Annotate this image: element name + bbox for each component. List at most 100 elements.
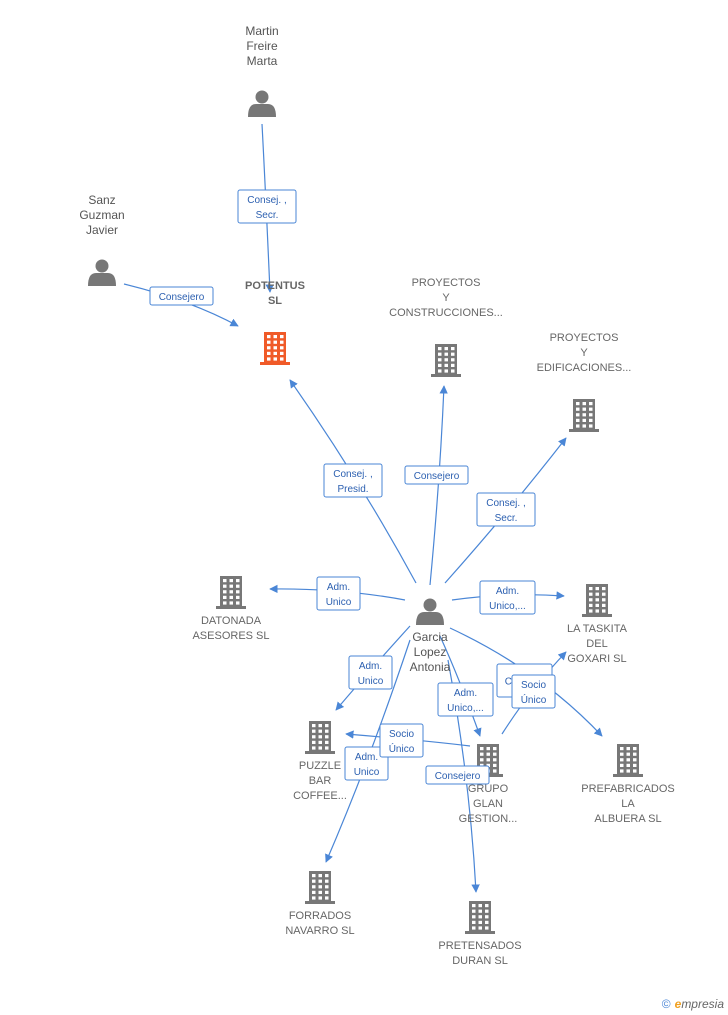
- node-label-puzzle: COFFEE...: [293, 790, 347, 802]
- building-icon: [569, 399, 599, 432]
- building-icon: [260, 332, 290, 365]
- node-label-martin: Marta: [247, 54, 278, 68]
- edge-label-garcia-proyectos_e[interactable]: Consej. , Secr.: [476, 492, 536, 527]
- edge-label-text: Adm.: [359, 661, 382, 672]
- node-label-taskita: GOXARI SL: [567, 653, 626, 665]
- node-label-garcia: Lopez: [414, 645, 447, 659]
- node-label-forrados: FORRADOS: [289, 910, 351, 922]
- node-puzzle[interactable]: PUZZLEBARCOFFEE...: [293, 721, 347, 802]
- edge-label-garcia-grupo[interactable]: Adm. Unico,...: [437, 682, 494, 717]
- edge-label-box: [344, 746, 389, 781]
- edge-label-text: Consej. ,: [247, 195, 286, 206]
- edge-garcia-proyectos_c: [429, 385, 448, 586]
- edge-label-text: Socio: [389, 729, 414, 740]
- edge-label-text: Unico,...: [447, 703, 484, 714]
- building-icon: [216, 576, 246, 609]
- node-label-garcia: Antonia: [410, 660, 451, 674]
- node-forrados[interactable]: FORRADOS NAVARRO SL: [285, 871, 355, 937]
- node-label-martin: Martin: [245, 24, 278, 38]
- edge-label-garcia-pretensados[interactable]: Consejero: [425, 765, 490, 785]
- edge-label-text: Unico,...: [489, 601, 526, 612]
- node-label-datonada: DATONADA: [201, 615, 262, 627]
- edge-label-text: Consejero: [159, 292, 205, 303]
- edge-label-martin-potentus[interactable]: Consej. , Secr.: [237, 189, 297, 224]
- edge-label-box: [404, 465, 469, 485]
- edge-label-garcia-taskita[interactable]: Adm. Unico,...: [479, 580, 536, 615]
- node-label-proyectos_c: Y: [442, 292, 450, 304]
- node-label-proyectos_e: EDIFICACIONES...: [537, 362, 632, 374]
- node-taskita[interactable]: LA TASKITA DEL GOXARI SL: [567, 584, 628, 665]
- edge-label-box: [323, 463, 383, 498]
- edge-label-garcia-puzzle[interactable]: Adm. Unico: [348, 655, 393, 690]
- edge-label-box: [348, 655, 393, 690]
- edge-label-box: [316, 576, 361, 611]
- copyright-icon: ©: [661, 997, 671, 1011]
- edge-label-box: [511, 674, 556, 709]
- node-label-sanz: Sanz: [88, 193, 115, 207]
- node-potentus[interactable]: POTENTUS SL: [245, 280, 305, 365]
- brand-logo-initial: e: [674, 997, 682, 1011]
- node-label-sanz: Javier: [86, 223, 118, 237]
- node-label-potentus: SL: [268, 295, 282, 307]
- node-label-potentus: POTENTUS: [245, 280, 305, 292]
- node-label-proyectos_e: Y: [580, 347, 588, 359]
- edge-label-text: Presid.: [337, 484, 368, 495]
- edge-label-box: [479, 580, 536, 615]
- edge-label-text: Adm.: [355, 752, 378, 763]
- edge-label-text: Unico: [358, 676, 384, 687]
- edge-label-text: Secr.: [495, 513, 518, 524]
- edge-label-text: Adm.: [496, 586, 519, 597]
- node-label-grupo: GRUPO: [468, 783, 509, 795]
- node-label-puzzle: PUZZLE: [299, 760, 341, 772]
- edge-label-text: Consej. ,: [486, 498, 525, 509]
- node-proyectos_c[interactable]: PROYECTOSYCONSTRUCCIONES...: [389, 277, 503, 377]
- edge-label-box: [237, 189, 297, 224]
- node-label-prefabricados: ALBUERA SL: [594, 813, 661, 825]
- building-icon: [613, 744, 643, 777]
- edge-label-text: Unico: [326, 597, 352, 608]
- edge-label-garcia-proyectos_c[interactable]: Consejero: [404, 465, 469, 485]
- node-label-proyectos_e: PROYECTOS: [550, 332, 619, 344]
- node-pretensados[interactable]: PRETENSADOS DURAN SL: [438, 901, 522, 967]
- node-label-taskita: LA TASKITA: [567, 623, 628, 635]
- edge-label-garcia-datonada[interactable]: Adm.Unico: [316, 576, 361, 611]
- edge-label-text: Consejero: [414, 471, 460, 482]
- edge-label-box: [476, 492, 536, 527]
- footer-brand[interactable]: ©empresia: [662, 997, 724, 1011]
- person-icon: [88, 259, 116, 286]
- edge-label-box: [425, 765, 490, 785]
- edge-label-box: [379, 723, 424, 758]
- node-label-prefabricados: LA: [621, 798, 635, 810]
- node-label-proyectos_c: CONSTRUCCIONES...: [389, 307, 503, 319]
- edge-label-garcia-forrados[interactable]: Adm. Unico: [344, 746, 389, 781]
- node-label-pretensados: DURAN SL: [452, 955, 508, 967]
- node-label-sanz: Guzman: [79, 208, 124, 222]
- node-label-martin: Freire: [246, 39, 278, 53]
- node-label-garcia: Garcia: [412, 630, 448, 644]
- node-proyectos_e[interactable]: PROYECTOS Y EDIFICACIONES...: [537, 332, 632, 432]
- edge-label-text: Consejero: [435, 771, 481, 782]
- edge-label-text: Unico: [354, 767, 380, 778]
- node-label-forrados: NAVARRO SL: [285, 925, 354, 937]
- edge-label-text: Adm.: [454, 688, 477, 699]
- edge-label-box: [149, 286, 214, 306]
- building-icon: [431, 344, 461, 377]
- node-label-pretensados: PRETENSADOS: [438, 940, 521, 952]
- person-icon: [248, 90, 276, 117]
- building-icon: [465, 901, 495, 934]
- building-icon: [582, 584, 612, 617]
- node-label-taskita: DEL: [586, 638, 607, 650]
- edge-label-text: Único: [521, 693, 547, 706]
- edge-label-sanz-potentus[interactable]: Consejero: [149, 286, 214, 306]
- edge-label-garcia-potentus[interactable]: Consej. ,Presid.: [323, 463, 383, 498]
- edge-label-text: Secr.: [256, 210, 279, 221]
